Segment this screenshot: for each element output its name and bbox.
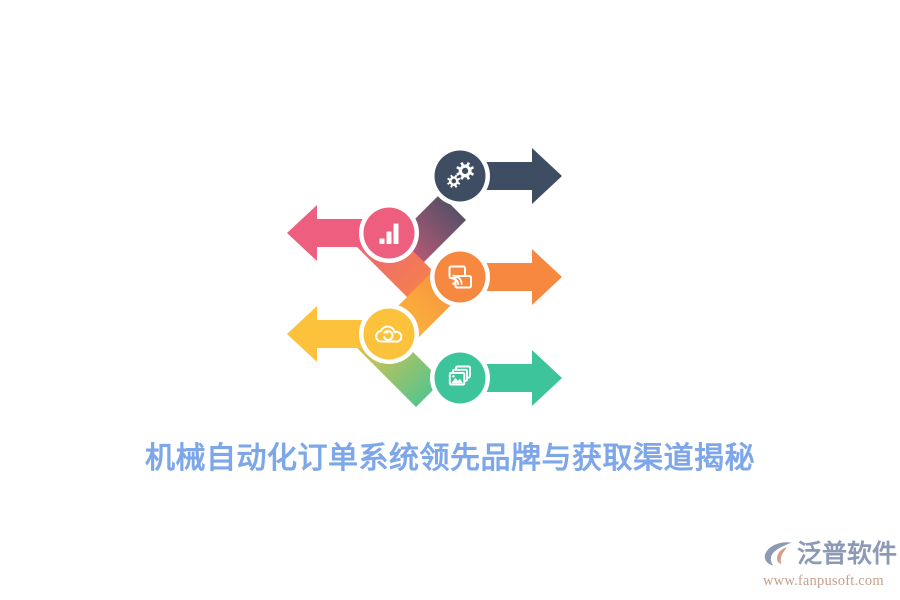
arrow-process-infographic <box>280 128 580 418</box>
node-bar-chart[interactable] <box>287 203 419 263</box>
fanpu-logo-icon <box>764 542 792 566</box>
logo-row: 泛普软件 <box>762 537 897 571</box>
infographic-canvas <box>287 146 562 408</box>
brand-name: 泛普软件 <box>797 539 898 568</box>
cloud-sync-icon <box>375 325 403 343</box>
page-title: 机械自动化订单系统领先品牌与获取渠道揭秘 <box>145 441 755 476</box>
node-cloud-sync[interactable] <box>287 304 419 364</box>
bar-chart-icon <box>379 223 399 244</box>
watermark-logo: 泛普软件 www.fanpusoft.com <box>762 537 897 593</box>
node-photos[interactable] <box>430 348 562 408</box>
node-gears[interactable] <box>430 146 562 206</box>
brand-url: www.fanpusoft.com <box>763 573 884 589</box>
gears-icon <box>447 162 475 188</box>
photos-icon <box>448 365 471 386</box>
node-wireless-cast[interactable] <box>430 247 562 307</box>
node-disc <box>363 308 415 360</box>
wireless-cast-icon <box>448 265 472 289</box>
node-disc <box>434 150 486 202</box>
